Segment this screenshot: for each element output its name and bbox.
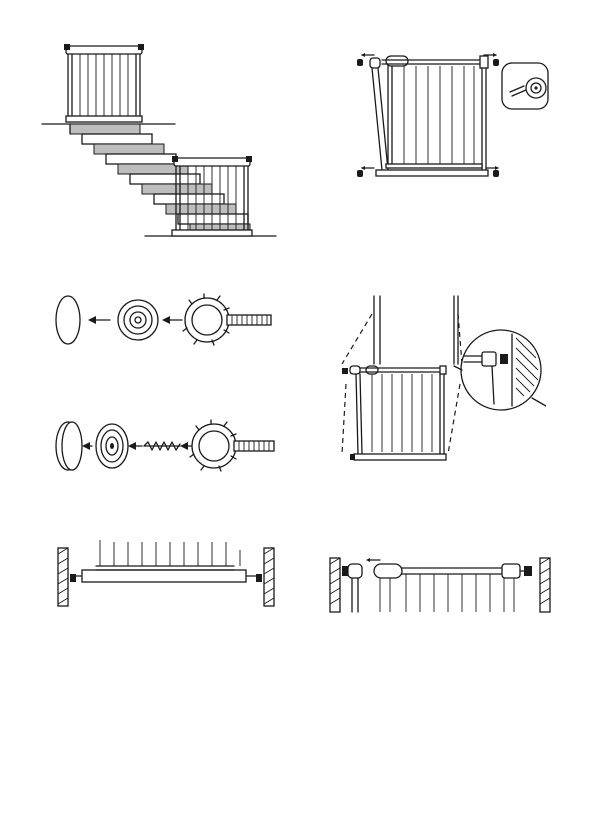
figure-stairs [40,40,280,245]
screw-disc [96,424,128,468]
figure-gate-rotate [352,48,552,188]
right-wall [264,548,274,606]
spindle-knob [183,294,271,345]
left-wall-2 [330,558,340,612]
pad-disc [118,300,158,340]
gate-top-rail [342,558,532,612]
inset-wall-detail [454,330,546,410]
staircase [70,124,250,232]
screw [144,442,180,450]
figure-pad-screw-assembly [50,410,280,480]
figure-wall-mount-bottom [56,540,278,610]
wall-cup [56,296,80,344]
gate-frame [370,56,488,176]
doorway-gate [342,366,446,460]
inset-knob-detail [502,63,548,109]
figure-wall-mount-top [328,554,554,614]
upper-gate [64,44,144,122]
left-wall [58,548,68,606]
wall-cup-angled [56,422,82,470]
figure-pad-assembly [52,290,277,352]
figure-wall-plumb [336,294,546,466]
spindle-knob-2 [190,420,274,471]
gate-bottom-rail [70,540,262,582]
right-wall-2 [540,558,550,612]
